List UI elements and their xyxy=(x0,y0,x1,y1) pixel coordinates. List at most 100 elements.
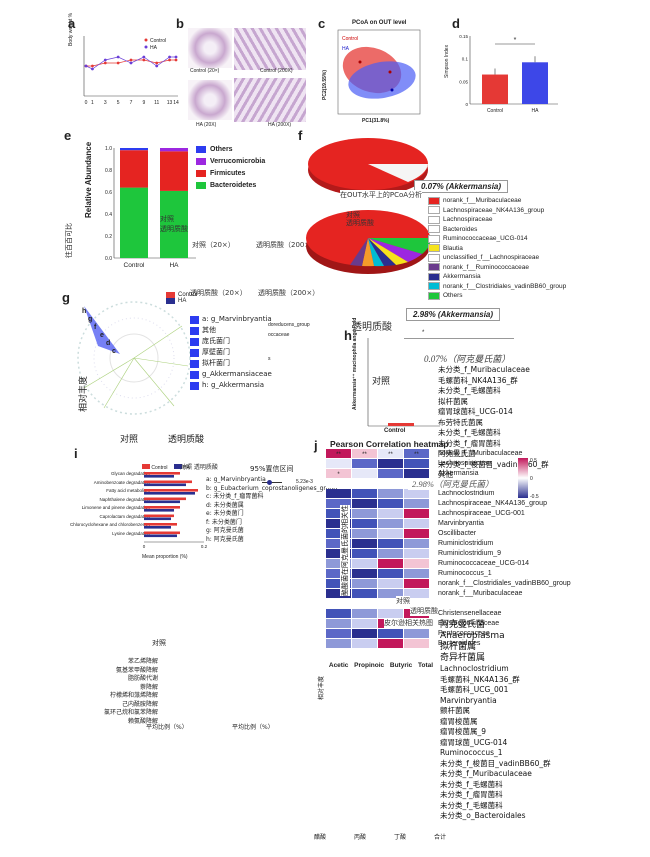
i-cn-pathway: 氯环己烷和氯苯降解 xyxy=(103,709,158,716)
heat-cell xyxy=(378,629,403,638)
cn-list-item: 未分类_f_梭菌目_vadinBB60_群 xyxy=(440,758,551,768)
heat-cell xyxy=(378,479,403,488)
heat-row-label: Erysipelotrichaceae xyxy=(438,620,500,627)
d-xtick: HA xyxy=(532,108,540,114)
heat-cell xyxy=(378,589,403,598)
heat-cell xyxy=(326,599,351,608)
i-bar-control xyxy=(144,531,180,535)
clade-letter: f xyxy=(94,324,97,331)
h-ylabel: Akkermansia⁺⁺ mucinophila ange Fold xyxy=(352,317,358,410)
f-legend-swatch xyxy=(428,282,440,291)
a-xtick: 11 xyxy=(154,100,159,106)
heatmap-column-labels-cn: 醋酸丙酸丁酸合计 xyxy=(300,832,460,841)
j-note: 2.98%（阿克曼氏菌） xyxy=(408,478,498,490)
j-row-cn-item: 阿克曼氏菌 xyxy=(440,620,486,630)
g-legend-label: a: g_Marvinbryantia xyxy=(202,315,272,323)
f-legend-label: norank_f__Clostridiales_vadinBB60_group xyxy=(443,282,567,290)
heat-cell xyxy=(352,489,377,498)
caption-control-20x: Control (20×) xyxy=(190,68,220,74)
g-legend-item: 厚壁菌门 xyxy=(190,347,272,358)
heat-cell xyxy=(378,569,403,578)
heat-cell xyxy=(378,519,403,528)
heat-col-label-cn: 醋酸 xyxy=(313,834,326,841)
pcoa-legend-ha: HA xyxy=(342,46,349,52)
a-point xyxy=(129,58,133,62)
e-ytick: 0.0 xyxy=(105,256,112,262)
i-pathway-label: Fatty acid metabolism xyxy=(106,488,150,493)
heat-cell xyxy=(326,539,351,548)
heat-cell xyxy=(326,589,351,598)
heat-cell xyxy=(352,639,377,648)
heat-col-label: Butyric xyxy=(389,662,413,669)
f-legend-label: Lachnospiraceae_NK4A136_group xyxy=(443,206,545,214)
clade-letter: e xyxy=(100,332,104,339)
i-bar-ha xyxy=(144,534,177,538)
i-pathway-label: Lysine degradation xyxy=(112,530,150,536)
f-legend-swatch xyxy=(428,206,440,215)
e-legend-item: Others xyxy=(196,146,286,153)
heat-col-label: Propinoic xyxy=(354,662,385,669)
h-bracket xyxy=(404,338,514,339)
e-ytick: 0.2 xyxy=(105,234,112,240)
e-bar-ha-firmicutes xyxy=(160,151,188,191)
i-cn-pathway: 己内酰胺降解 xyxy=(121,700,158,708)
heat-col-label-cn: 合计 xyxy=(433,834,446,841)
g-legend-item: 拟杆菌门 xyxy=(190,358,272,369)
i-bar-control xyxy=(144,514,174,518)
heat-cell xyxy=(404,579,429,588)
i-ci-bar xyxy=(262,480,282,485)
heat-cell xyxy=(352,619,377,628)
heat-cell xyxy=(378,559,403,568)
heat-star: ** xyxy=(414,452,419,458)
e-bar-control-firmicutes xyxy=(120,150,148,188)
i-cn-pathway: 赖氨酸降解 xyxy=(127,717,158,725)
heat-cell xyxy=(326,459,351,468)
heat-cell xyxy=(352,539,377,548)
i-cn-pathway: 萘降解 xyxy=(139,683,158,691)
cn-list-item: 阿克曼氏菌 xyxy=(438,449,476,458)
a-legend-marker xyxy=(144,38,148,42)
g-legend-label: 庞氏菌门 xyxy=(202,337,230,345)
i-pathway-label: Naphthalene degradation xyxy=(99,496,150,502)
e-ytick: 0.4 xyxy=(105,212,112,218)
cladogram xyxy=(77,301,191,415)
e-legend-label: Verrucomicrobia xyxy=(210,158,266,165)
f-legend-label: Akkermansia xyxy=(443,273,481,280)
d-bar-control xyxy=(482,74,508,104)
dup-label-duizhao: 对照 xyxy=(346,211,360,219)
heat-cell xyxy=(404,529,429,538)
panel-i-label: i xyxy=(74,446,78,461)
i-bar-control xyxy=(144,489,198,492)
a-xtick: 5 xyxy=(117,100,120,106)
clade-letter: g xyxy=(88,316,93,323)
g-bottom-duizhao: 对照 xyxy=(120,435,139,445)
heat-cell xyxy=(378,509,403,518)
cn-list-item: 未分类_f_梭菌目_vadinBB60_群 xyxy=(438,459,549,469)
clade-letter: h xyxy=(82,308,87,315)
ghost-text-4: 透明质酸（200×） xyxy=(258,289,320,297)
f-legend-swatch xyxy=(428,272,440,281)
a-point xyxy=(116,61,120,65)
i-cn-pathway: 氨基苯甲酸降解 xyxy=(115,666,158,674)
a-legend-label: HA xyxy=(150,45,158,51)
heat-star: ** xyxy=(362,452,367,458)
cn-list-item: 未分类_f_毛螺菌科 xyxy=(438,386,501,395)
g-legend-item: 其他 xyxy=(190,325,272,336)
i-cn-xlabel-2: 平均比例（%） xyxy=(232,724,274,731)
a-legend-label: Control xyxy=(150,38,166,44)
d-ytick: 0.15 xyxy=(459,34,468,39)
heat-cell xyxy=(378,449,403,458)
panel-f-label: f xyxy=(298,128,303,143)
callout-control-akkermansia: 0.07% (Akkermansia) xyxy=(414,180,509,193)
panel-j-label: j xyxy=(314,438,318,453)
heat-cell xyxy=(404,519,429,528)
i-bar-control xyxy=(144,497,186,501)
heat-cell xyxy=(404,469,429,478)
overlay-touming: 透明质酸 xyxy=(160,225,188,233)
e-bar-ha-verrucomicrobia xyxy=(160,148,188,152)
heat-row-label: Ruminococcus_1 xyxy=(438,570,492,577)
